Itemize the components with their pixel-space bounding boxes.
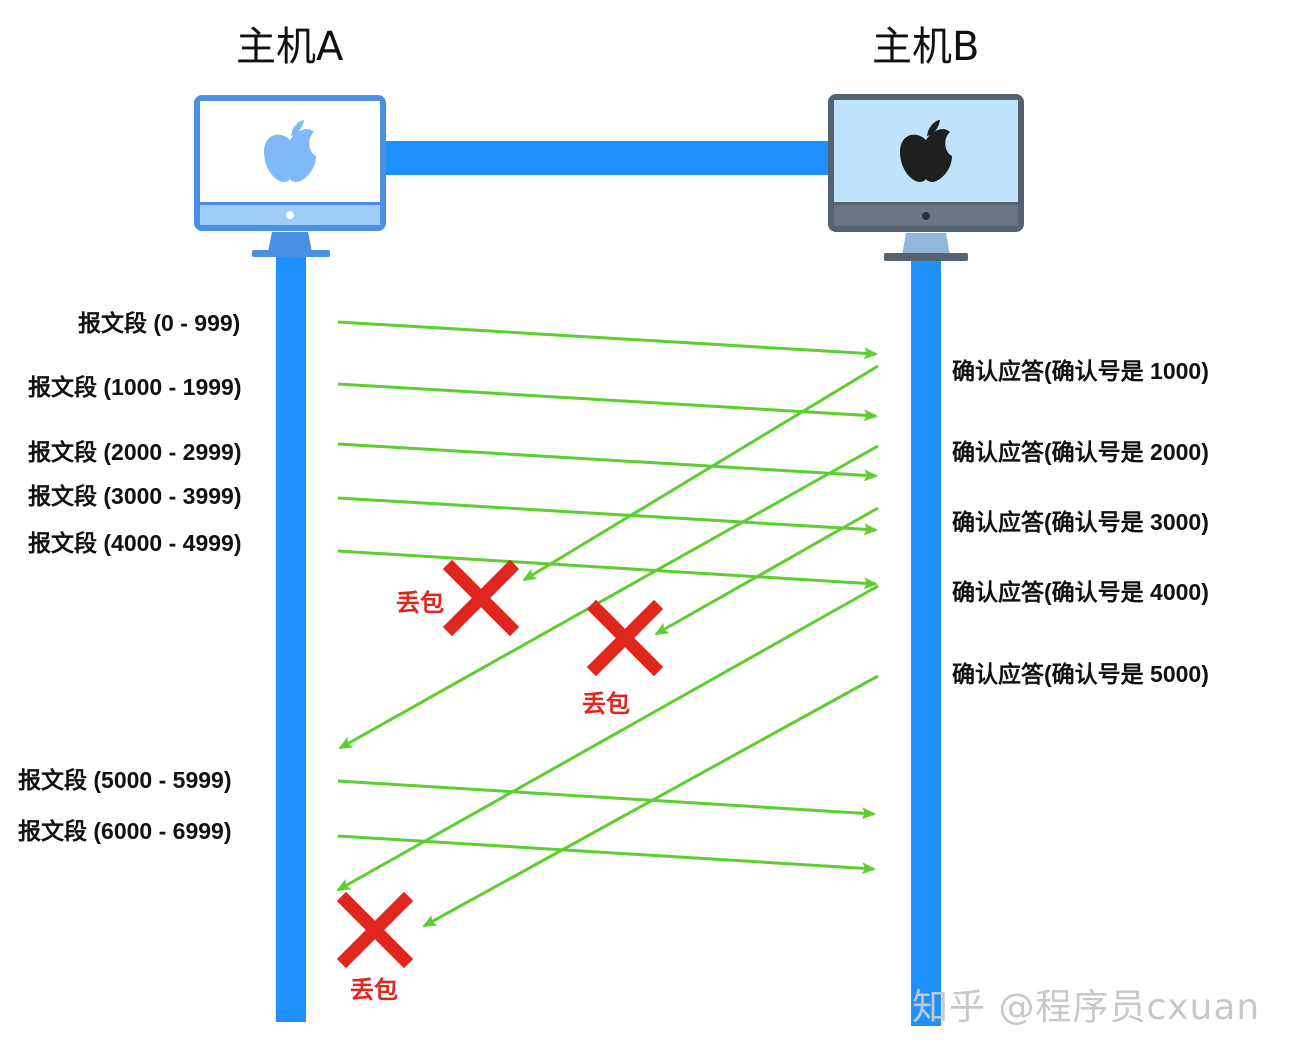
segment-label: 报文段 (3000 - 3999) [28, 483, 242, 509]
ack-arrow-4 [336, 584, 879, 892]
ack-arrow-2 [338, 444, 879, 750]
watermark: 知乎 @程序员cxuan [912, 987, 1261, 1028]
segment-label: 报文段 (4000 - 4999) [28, 530, 242, 556]
segment-label: 报文段 (5000 - 5999) [18, 767, 232, 793]
loss-label: 丢包 [396, 589, 444, 617]
apple-logo-icon [264, 120, 316, 182]
host-a-computer-icon [194, 95, 386, 257]
segment-arrow-6 [337, 779, 876, 820]
segment-arrow-3 [337, 442, 878, 482]
host-b-title: 主机B [872, 24, 980, 70]
host-a-timeline [276, 252, 306, 1022]
ack-label: 确认应答(确认号是 1000) [952, 358, 1209, 384]
segment-label: 报文段 (6000 - 6999) [18, 818, 232, 844]
ack-label: 确认应答(确认号是 3000) [952, 509, 1209, 535]
segment-arrow-2 [337, 382, 878, 422]
segment-label: 报文段 (2000 - 2999) [28, 439, 242, 465]
network-link [386, 141, 832, 175]
segment-arrow-5 [337, 549, 878, 590]
segment-arrow-1 [337, 320, 878, 360]
ack-label: 确认应答(确认号是 4000) [952, 579, 1209, 605]
ack-arrow-3 [654, 506, 879, 636]
segment-label: 报文段 (0 - 999) [78, 310, 241, 336]
loss-x-icon [586, 599, 664, 677]
segment-arrow-7 [337, 834, 876, 875]
host-b-computer-icon [828, 94, 1024, 261]
ack-arrow-1 [522, 364, 879, 582]
segment-arrow-4 [337, 496, 878, 536]
ack-label: 确认应答(确认号是 2000) [952, 439, 1209, 465]
loss-label: 丢包 [582, 690, 630, 718]
loss-x-icon [442, 559, 520, 637]
apple-logo-icon [900, 120, 952, 182]
loss-label: 丢包 [350, 976, 398, 1004]
segment-arrows [337, 320, 878, 875]
ack-label: 确认应答(确认号是 5000) [952, 661, 1209, 687]
ack-arrows [336, 364, 879, 928]
loss-x-icon [336, 891, 414, 969]
segment-label: 报文段 (1000 - 1999) [28, 374, 242, 400]
ack-arrow-5 [422, 674, 879, 928]
host-b-timeline [911, 256, 941, 1026]
host-a-title: 主机A [236, 24, 344, 70]
